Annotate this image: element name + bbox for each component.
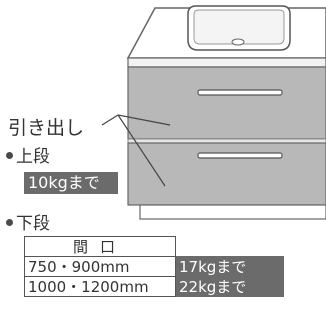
table-row: 750・900mm 17kgまで xyxy=(24,256,284,277)
cabinet-base xyxy=(139,204,326,220)
drawer-divider xyxy=(127,138,326,144)
table-cell-width: 1000・1200mm xyxy=(24,276,176,297)
upper-drawer-front xyxy=(127,66,326,140)
drawer-label: 引き出し xyxy=(8,117,85,139)
upper-drawer-label: 上段 xyxy=(16,147,50,167)
bullet-icon xyxy=(6,218,13,226)
bullet-icon xyxy=(6,151,13,159)
lower-drawer-handle xyxy=(197,152,283,159)
table-cell-capacity: 22kgまで xyxy=(175,276,284,297)
lower-capacity-table: 間口 750・900mm 17kgまで 1000・1200mm 22kgまで xyxy=(24,236,284,297)
basin-icon xyxy=(187,5,291,51)
table-header-row: 間口 xyxy=(24,236,284,257)
upper-drawer-handle xyxy=(197,89,283,96)
leader-line-upper-2 xyxy=(117,114,171,126)
leader-line-lower xyxy=(117,114,166,187)
upper-capacity-badge: 10kgまで xyxy=(24,172,118,194)
leader-line-upper xyxy=(101,114,119,126)
table-header-width: 間口 xyxy=(24,236,176,257)
table-row: 1000・1200mm 22kgまで xyxy=(24,276,284,297)
table-cell-capacity: 17kgまで xyxy=(175,256,284,277)
table-header-blank xyxy=(176,237,284,257)
lower-drawer-label: 下段 xyxy=(16,214,50,234)
upper-drawer-label-row: 上段 xyxy=(6,147,50,167)
table-cell-width: 750・900mm xyxy=(24,256,176,277)
countertop-edge xyxy=(127,57,326,68)
lower-drawer-label-row: 下段 xyxy=(6,214,50,234)
